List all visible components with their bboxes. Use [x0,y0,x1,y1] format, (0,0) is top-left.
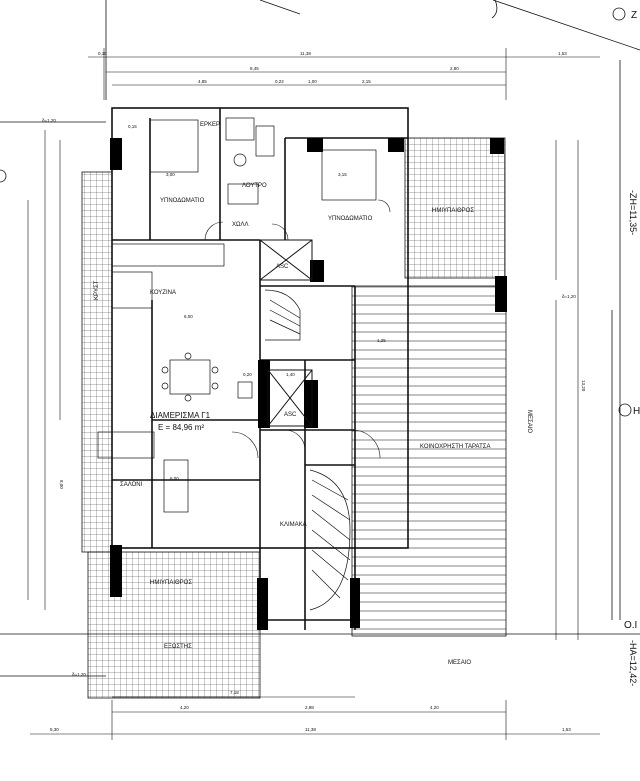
room-closet: ΚΡΥΣΤ [94,280,100,300]
dim-lift-w: 1,40 [286,372,295,377]
dim-vert1: 13,20 [581,380,586,392]
dim-room-w2: 3,15 [338,172,347,177]
dim-top-left: 0,10 [98,51,107,56]
room-wc: ΛΟΥΤΡΟ [242,183,267,189]
stair-flights [264,289,351,611]
room-stairs: ΚΛΙΜΑΚΑ [280,522,307,528]
dim-setback-right: δ=1,20 [562,294,576,299]
room-setback-bottom: ΜΕΣΑΙΟ [448,660,471,666]
dim-top-a: 8,45 [250,66,259,71]
dim-setback-bottom: δ=1,20 [72,672,86,677]
axis-ha-label: -HA=12,42- [628,640,638,686]
axis-oi: O.I [624,620,637,631]
room-bedroom-right: ΥΠΝΟΔΩΜΑΤΙΟ [328,216,373,222]
dim-bottom-left: 5,30 [50,727,59,732]
dim-top-c4: 2,15 [362,79,371,84]
dim-top-c1: 4,85 [198,79,207,84]
apartment-walls [111,107,409,630]
room-lift-top: ASC [276,264,289,270]
apartment-area: E = 84,96 m² [158,423,204,432]
dim-d8: 0,20 [243,372,252,377]
structural-columns [110,138,507,630]
room-hall: ΧΩΛΛ [232,222,249,228]
dim-top-total: 11,38 [300,51,311,56]
lift-shafts [259,239,313,427]
dim-bottom-b: 2,98 [305,705,314,710]
room-veranda-bottom: ΗΜΙΥΠΑΙΘΡΟΣ [150,580,192,586]
room-terrace: ΚΟΙΝΟΧΡΗΣΤΗ ΤΑΡΑΤΣΑ [420,444,490,450]
dim-bottom-right: 1,53 [562,727,571,732]
veranda-left-hatch [81,171,113,553]
dim-stair-w: 1,25 [377,338,386,343]
door-swings [204,199,391,459]
axis-markers [0,7,632,417]
dimension-lines [27,48,600,740]
room-bedroom-left: ΥΠΝΟΔΩΜΑΤΙΟ [160,198,205,204]
room-setback-right: ΜΕΣΑΙΟ [526,410,532,433]
dim-room-w4: 6,00 [170,476,179,481]
dim-vert2: 8,00 [59,480,64,489]
dim-top-c3: 1,00 [308,79,317,84]
room-balcony-bottom: ΕΞΩΣΤΗΣ [164,644,192,650]
room-veranda-top: ΗΜΙΥΠΑΙΘΡΟΣ [432,208,474,214]
veranda-top-hatch [404,137,506,279]
terrace-hatch [351,285,507,637]
room-wc-small: ΕΡΚΕΡ [200,122,220,128]
axis-zh-label: -ZH=11,35- [628,190,638,235]
dim-room-w1: 3,00 [166,172,175,177]
apartment-title: ΔΙΑΜΕΡΙΣΜΑ Γ1 [150,411,211,420]
dim-room-w3: 6,00 [184,314,193,319]
dim-top-c2: 0,22 [275,79,284,84]
dim-bottom-mid: 7,18 [230,690,239,695]
dim-top-b: 2,80 [450,66,459,71]
room-kitchen: ΚΟΥΖΙΝΑ [150,290,176,296]
dim-top-right: 1,53 [558,51,567,56]
furniture [97,117,377,513]
room-lift-mid: ASC [284,412,297,418]
dim-bottom-a: 4,20 [180,705,189,710]
dim-setback-top: δ=1,20 [42,118,56,123]
dim-bottom-c: 4,20 [430,705,439,710]
dim-bottom-total: 11,38 [305,727,316,732]
axis-h: H [633,406,640,417]
room-living: ΣΑΛΟΝΙ [120,482,143,488]
axis-z: Z [631,10,637,21]
dim-d9: 0,15 [128,124,137,129]
